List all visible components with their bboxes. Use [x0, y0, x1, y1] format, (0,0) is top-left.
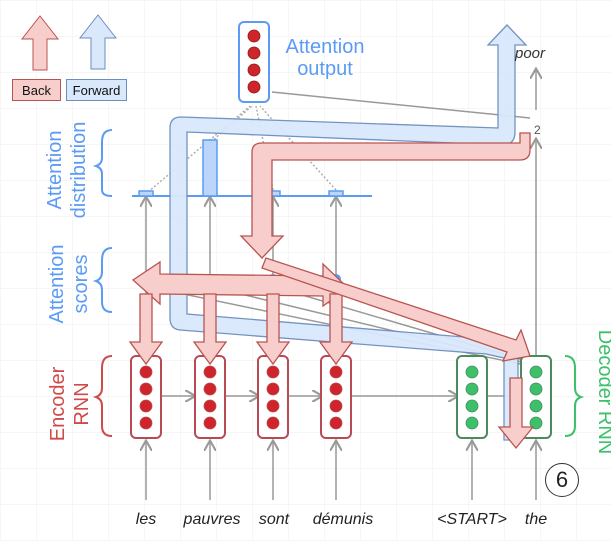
encoder-brace-icon	[92, 355, 113, 437]
hidden-state-index: 2	[534, 123, 541, 137]
source-word: les	[135, 511, 157, 528]
forward-legend-arrow-icon	[78, 14, 118, 70]
encoder-backward-arrows	[128, 293, 354, 366]
hidden-unit	[465, 399, 479, 413]
encoder-cell	[257, 355, 289, 439]
attention-output-label-line2: output	[297, 58, 353, 80]
hidden-unit	[529, 399, 543, 413]
encoder-rnn-line1: Encoder	[47, 366, 69, 442]
hidden-unit	[329, 365, 343, 379]
source-word: sont	[258, 511, 290, 528]
attention-distribution-bars	[138, 139, 344, 197]
hidden-unit	[529, 382, 543, 396]
hidden-unit	[329, 399, 343, 413]
encoder-rnn-line2: RNN	[71, 382, 93, 426]
backward-gradient-path	[239, 132, 531, 259]
attention-output-label: Attention output	[280, 36, 370, 80]
attention-output-cell	[238, 21, 270, 103]
decoder-cell	[456, 355, 488, 439]
decoder-backward-diagonal-arrow	[261, 257, 531, 362]
decoder-cell	[520, 355, 552, 439]
hidden-unit	[203, 365, 217, 379]
hidden-unit	[139, 382, 153, 396]
attention-distribution-line1: Attention	[44, 130, 66, 210]
hidden-unit	[139, 399, 153, 413]
hidden-unit	[529, 416, 543, 430]
decoder-output-word: poor	[515, 45, 546, 62]
hidden-unit	[465, 382, 479, 396]
encoder-cell	[194, 355, 226, 439]
decoder-input-word: <START>	[437, 511, 507, 528]
hidden-unit	[529, 365, 543, 379]
hidden-unit	[203, 416, 217, 430]
decoder-input-word: the	[524, 511, 548, 528]
source-word: pauvres	[183, 511, 241, 528]
hidden-unit	[203, 399, 217, 413]
hidden-unit	[266, 382, 280, 396]
hidden-unit	[465, 365, 479, 379]
hidden-unit	[266, 416, 280, 430]
back-legend-arrow-icon	[20, 15, 60, 71]
attention-distribution-line2: distribution	[68, 121, 90, 219]
hidden-unit	[203, 382, 217, 396]
decoder-brace-icon	[564, 355, 585, 437]
hidden-unit	[139, 365, 153, 379]
encoder-rnn-label: Encoder RNN	[46, 354, 94, 454]
attention-scores-line2: scores	[70, 254, 92, 314]
decoder-backward-down-arrow	[497, 377, 535, 450]
attention-distribution-label: Attention distribution	[43, 105, 91, 235]
attention-scores-line1: Attention	[46, 244, 68, 324]
forward-legend-button: Forward	[66, 79, 127, 101]
hidden-unit	[329, 416, 343, 430]
attention-output-label-line1: Attention	[285, 36, 365, 58]
hidden-unit	[139, 416, 153, 430]
decoder-rnn-label: Decoder RNN	[594, 329, 611, 455]
attention-bar	[138, 190, 154, 197]
hidden-unit	[266, 365, 280, 379]
encoder-cells	[130, 355, 352, 439]
hidden-unit	[266, 399, 280, 413]
encoder-cell	[130, 355, 162, 439]
attention-bar	[328, 190, 344, 197]
distribution-brace-icon	[92, 129, 113, 197]
hidden-unit	[465, 416, 479, 430]
step-number-badge: 6	[545, 463, 579, 497]
source-word: démunis	[312, 511, 374, 528]
attention-bar	[202, 139, 218, 197]
scores-brace-icon	[92, 247, 113, 313]
encoder-cell	[320, 355, 352, 439]
back-legend-button: Back	[12, 79, 61, 101]
attention-scores-label: Attention scores	[45, 229, 93, 339]
decoder-cells	[456, 355, 552, 439]
hidden-unit	[329, 382, 343, 396]
